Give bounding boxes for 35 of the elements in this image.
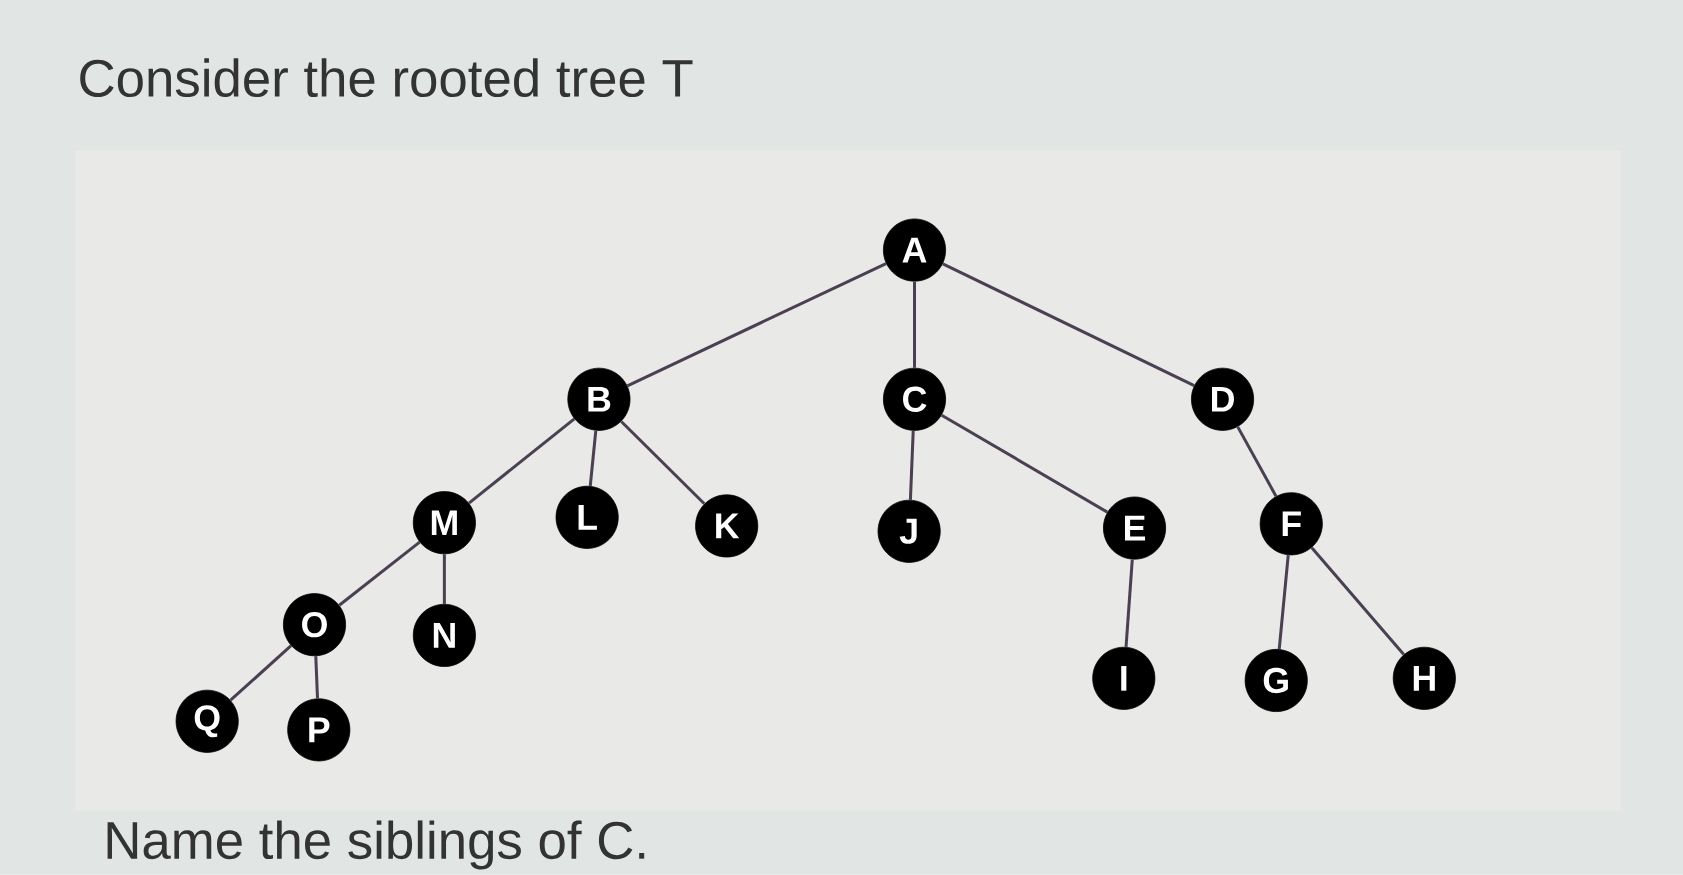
caption: Name the siblings of C. [107,820,645,870]
tree-edge [1124,559,1134,648]
tree-node: N [412,604,476,667]
tree-node: H [1392,646,1456,710]
tree-edge [1277,555,1290,650]
tree-edge [626,262,887,388]
tree-node: Q [175,689,239,753]
tree-node: B [567,367,631,431]
tree-node: I [1092,646,1156,710]
tree-node: L [555,485,619,549]
title: Consider the rooted tree T [80,58,693,98]
tree-edge [1310,546,1405,656]
tree-node: A [883,218,946,282]
tree-node: E [1103,496,1167,560]
tree-node: J [877,499,941,563]
tree-edge [588,430,598,487]
tree-node: F [1259,492,1323,556]
tree-edge [229,644,293,702]
tree-node: C [883,367,946,431]
tree-node: M [412,491,476,555]
tree-node: P [287,698,351,762]
tree-node: G [1244,649,1308,713]
tree-edge [913,281,916,368]
tree-node: O [283,593,346,657]
tree-edge [442,554,446,604]
tree-edge [620,420,706,505]
tree-edge [940,414,1109,514]
tree-edge [468,417,576,505]
tree-node: D [1191,367,1255,431]
tree-edge [908,430,915,500]
tree-edge [1236,426,1278,498]
tree-edge [314,656,319,699]
tree-edge [338,541,421,607]
tree-node: K [695,494,759,558]
tree-edge [942,262,1195,387]
